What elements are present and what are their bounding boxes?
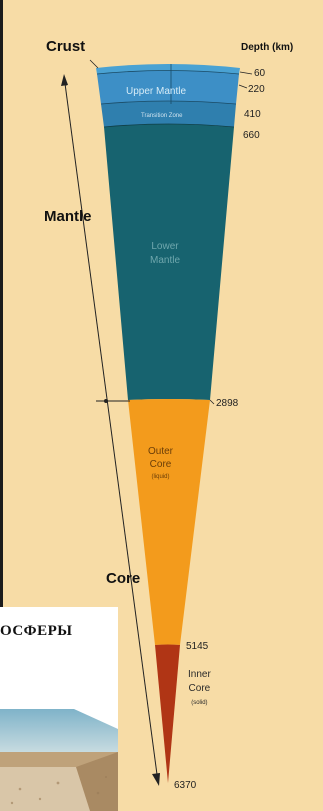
soil-speck <box>10 801 14 805</box>
outer-core-label: Outer Core (liquid) <box>148 445 173 484</box>
inset-title: ОСФЕРЫ <box>0 623 73 639</box>
lower-mantle-line: Lower <box>151 241 179 252</box>
scale-line <box>63 75 159 783</box>
inner-core-state: (solid) <box>191 700 208 706</box>
water-surface <box>0 709 118 752</box>
scale-dot <box>64 82 68 86</box>
soil-speck <box>38 797 42 801</box>
lower-mantle-layer <box>104 124 234 400</box>
outer-core-line: Outer <box>148 446 174 457</box>
inset-image: ОСФЕРЫ <box>0 607 118 811</box>
scale-arrow-bottom <box>152 773 160 786</box>
boundary-line <box>100 100 237 105</box>
outer-core-line: Core <box>149 459 172 470</box>
crust-label: Crust <box>46 38 86 55</box>
scale-dot <box>104 399 108 403</box>
crust-layer <box>96 64 240 74</box>
soil-speck <box>96 791 100 795</box>
upper-mantle-label: Upper Mantle <box>126 86 187 97</box>
inner-core-layer <box>155 644 180 783</box>
depth-value: 5145 <box>186 641 209 652</box>
mantle-label: Mantle <box>44 208 92 225</box>
terrain-illustration <box>0 709 118 811</box>
boundary-line <box>96 70 240 75</box>
depth-tick <box>209 399 215 405</box>
depth-value: 6370 <box>174 780 197 791</box>
soil-speck <box>104 775 108 779</box>
inner-core-label: Inner Core (solid) <box>188 668 211 710</box>
inner-core-line: Core <box>188 683 211 694</box>
soil-speck <box>56 781 60 785</box>
inner-core-line: Inner <box>188 669 211 680</box>
depth-tick <box>239 71 253 75</box>
outer-core-layer <box>128 399 210 645</box>
depth-tick <box>238 84 248 89</box>
crust-pointer <box>89 59 99 69</box>
depth-value: 2898 <box>216 398 239 409</box>
soil-side <box>76 752 118 811</box>
soil-speck <box>18 787 22 791</box>
transition-zone-layer <box>101 101 236 127</box>
core-label: Core <box>106 570 141 587</box>
boundary-line <box>103 123 235 128</box>
lower-mantle-label: Lower Mantle <box>150 240 180 268</box>
transition-zone-label: Transition Zone <box>141 113 183 119</box>
depth-header: Depth (km) <box>241 42 294 53</box>
outer-core-state: (liquid) <box>151 474 170 480</box>
lower-mantle-line: Mantle <box>150 255 181 266</box>
upper-mantle-layer <box>97 70 239 104</box>
depth-value: 220 <box>248 84 265 95</box>
depth-value: 60 <box>254 68 266 79</box>
depth-value: 660 <box>243 130 260 141</box>
depth-value: 410 <box>244 109 261 120</box>
